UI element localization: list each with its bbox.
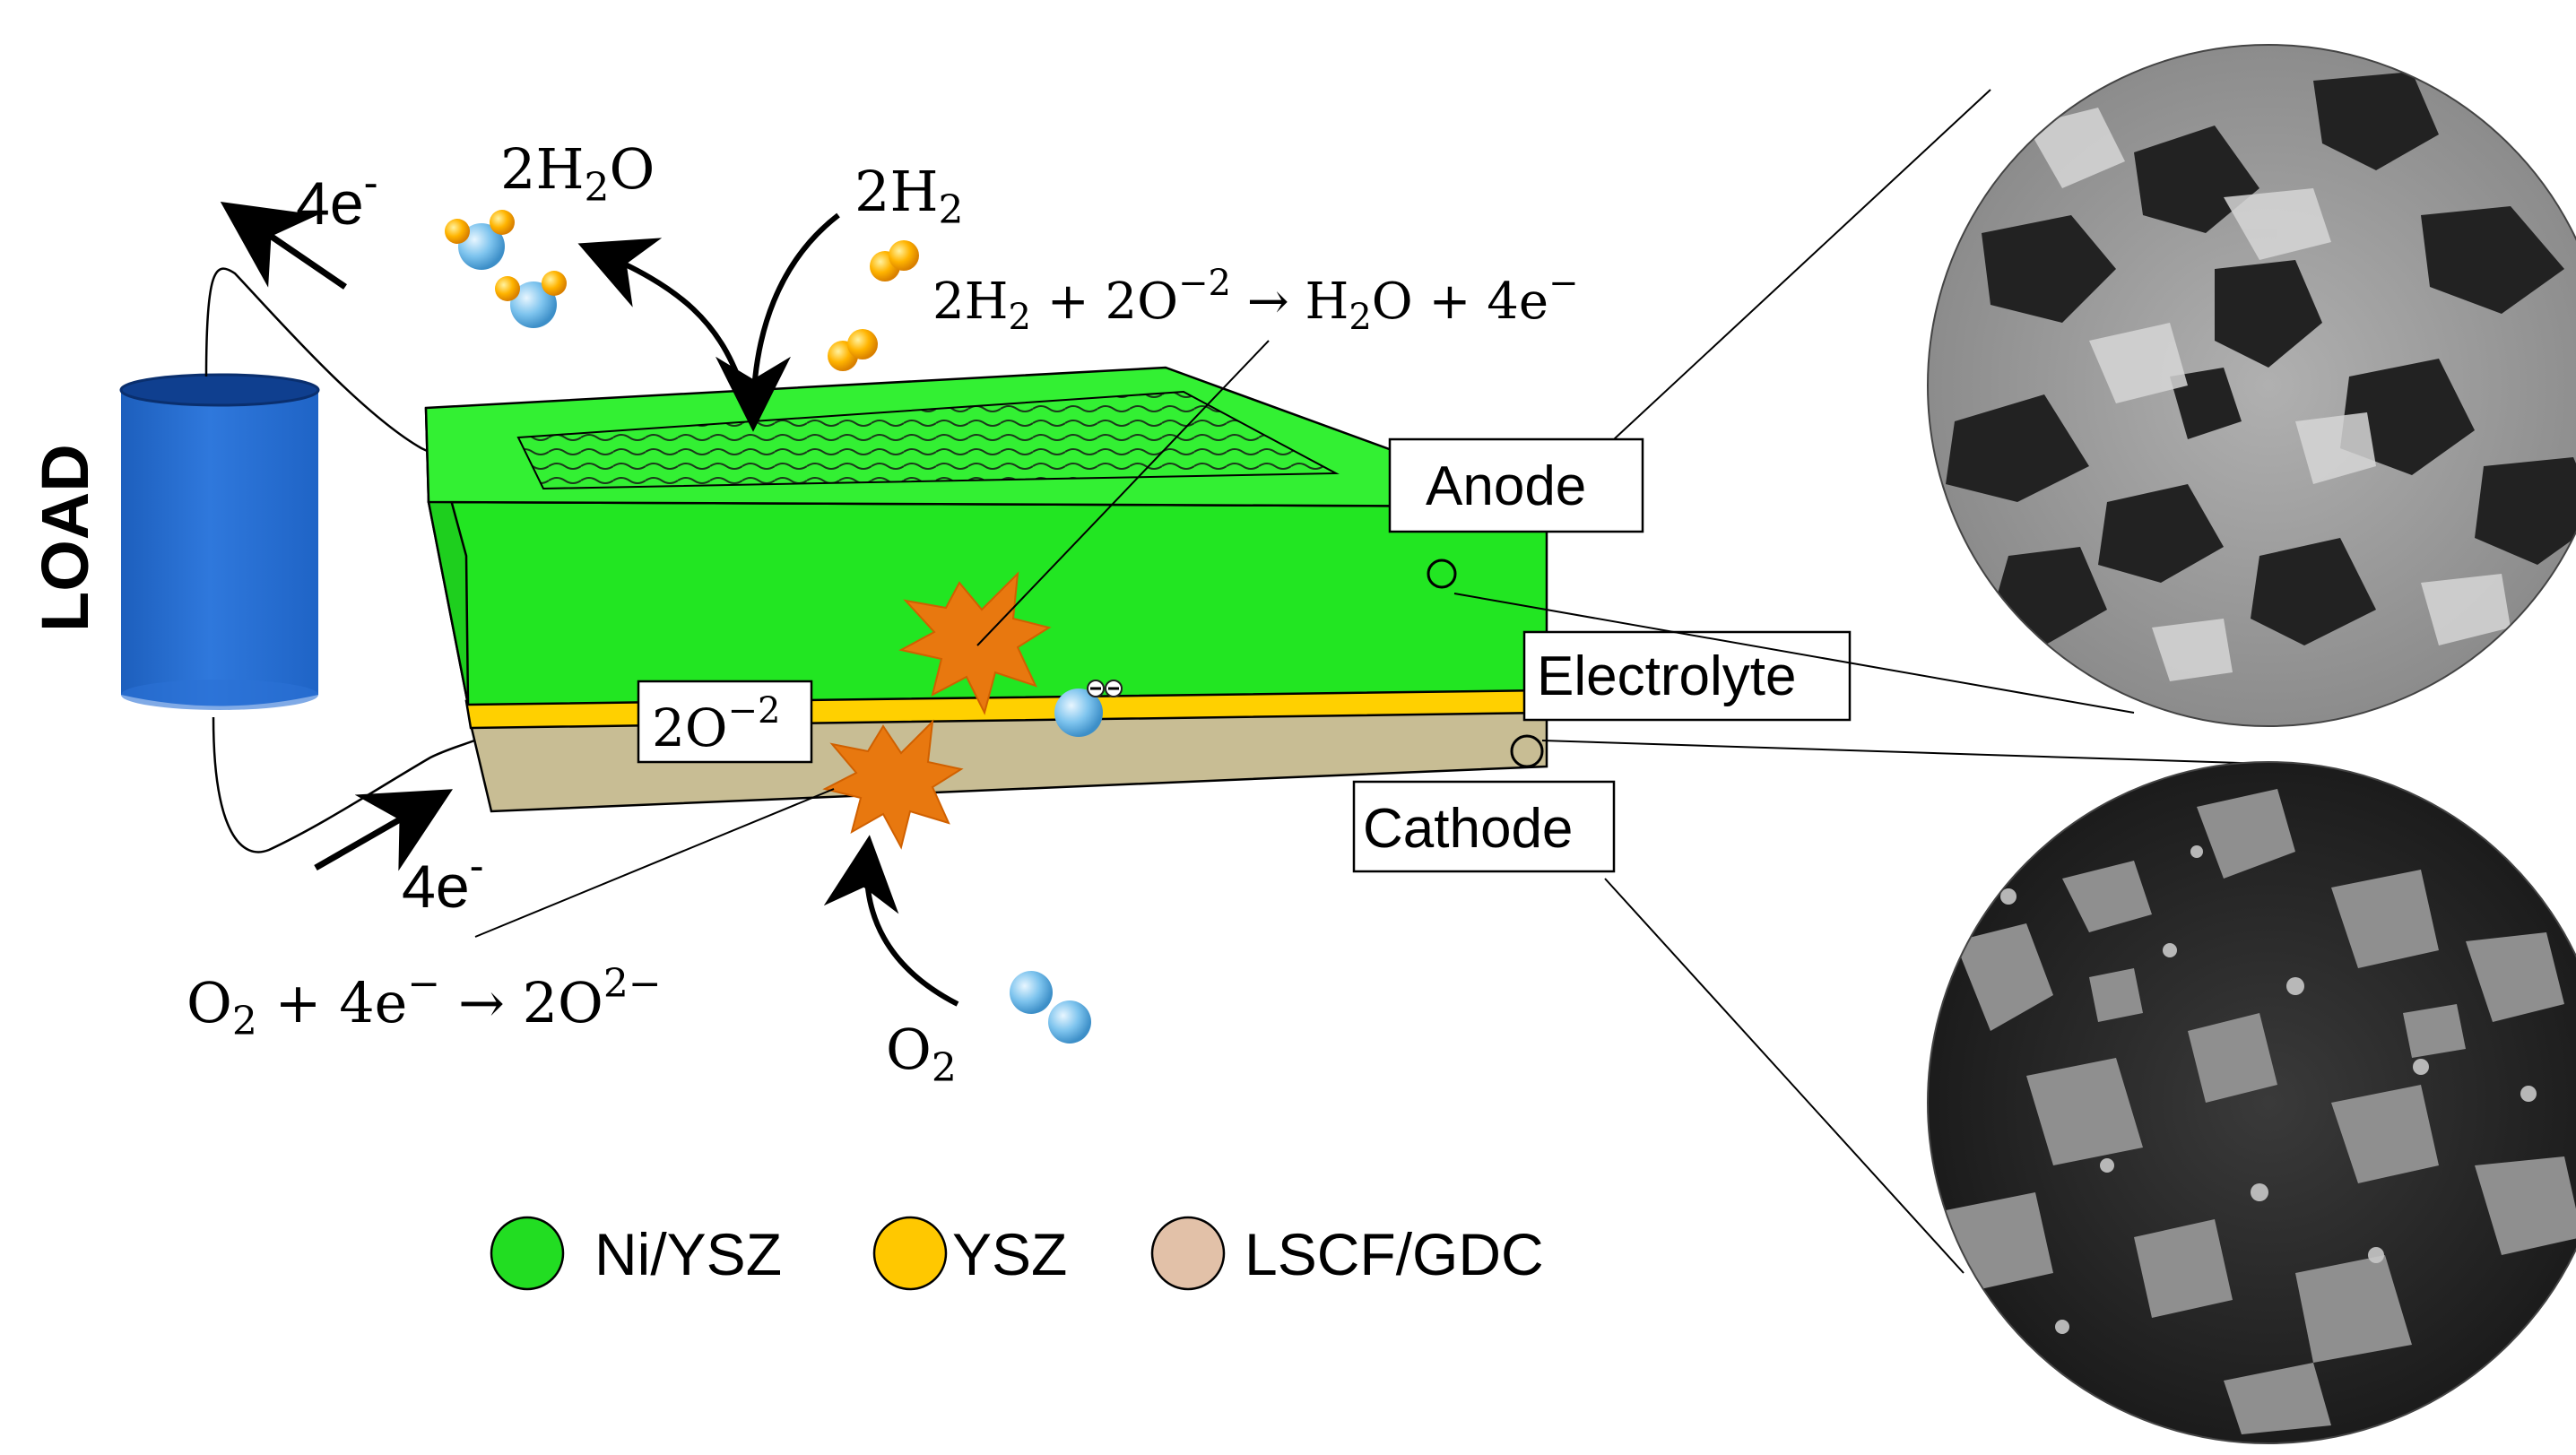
load-label: LOAD (28, 444, 102, 632)
cathode-microstructure-image (1928, 762, 2576, 1443)
zoom-line-anode-upper (1613, 89, 1991, 440)
anode-microstructure-image (1928, 45, 2576, 726)
electrolyte-label: Electrolyte (1537, 645, 1796, 707)
electrons-bottom-label: 4e- (402, 843, 484, 921)
electron-arrow-bottom (314, 789, 454, 871)
electrolyte-label-box (1522, 630, 1852, 722)
legend-swatch-ni-ysz (490, 1216, 565, 1291)
water-molecule-1 (445, 210, 515, 270)
zoom-line-cathode-upper (1541, 740, 2296, 766)
cathode-magnifier-marker (1510, 734, 1544, 768)
cathode-reaction-leader (474, 788, 835, 938)
anode-reaction-leader (976, 340, 1270, 646)
anode-label-box (1388, 437, 1644, 533)
hydrogen-label: 2H2 (854, 159, 964, 233)
oxygen-label: O2 (886, 1017, 957, 1091)
ion-label: 2O−2 (652, 690, 780, 758)
water-molecule-2 (495, 271, 567, 328)
cathode-reaction-spark (822, 719, 964, 850)
legend-swatch-ysz (872, 1216, 948, 1291)
legend-label-lscf-gdc: LSCF/GDC (1245, 1221, 1544, 1287)
zoom-line-anode-lower (1453, 593, 2135, 714)
anode-label: Anode (1426, 455, 1586, 517)
legend-swatch-lscf-gdc (1150, 1216, 1226, 1291)
fuel-cell-stack (424, 366, 1548, 813)
cathode-label-box (1352, 780, 1616, 873)
legend-label-ni-ysz: Ni/YSZ (594, 1221, 782, 1287)
zoom-line-cathode-lower (1604, 878, 1965, 1274)
cathode-label: Cathode (1363, 798, 1573, 860)
electron-arrow-top (220, 201, 347, 290)
anode-magnifier-marker (1427, 559, 1457, 589)
current-collector-mesh (516, 390, 1340, 490)
oxygen-in-arrow (823, 835, 959, 1007)
hydrogen-molecule-1 (870, 240, 919, 281)
oxygen-molecule (1010, 971, 1091, 1044)
hydrogen-in-arrow (716, 212, 840, 432)
load-resistor (119, 373, 320, 710)
electrons-top-label: 4e- (296, 160, 378, 238)
legend-label-ysz: YSZ (952, 1221, 1067, 1287)
water-out-arrow (577, 238, 747, 395)
oxide-ion (1054, 680, 1123, 737)
anode-microstructure-border (1927, 44, 2576, 727)
anode-reaction-equation: 2H2 + 2O−2 → H2O + 4e− (932, 263, 1578, 338)
hydrogen-molecule-2 (828, 329, 878, 371)
water-label: 2H2O (500, 136, 655, 211)
legend: Ni/YSZ YSZ LSCF/GDC (490, 1216, 1544, 1291)
cathode-microstructure-border (1927, 761, 2576, 1444)
wire-bottom (212, 716, 485, 853)
cathode-reaction-equation: O2 + 4e− → 2O2− (186, 961, 662, 1044)
ion-label-box (637, 680, 813, 764)
